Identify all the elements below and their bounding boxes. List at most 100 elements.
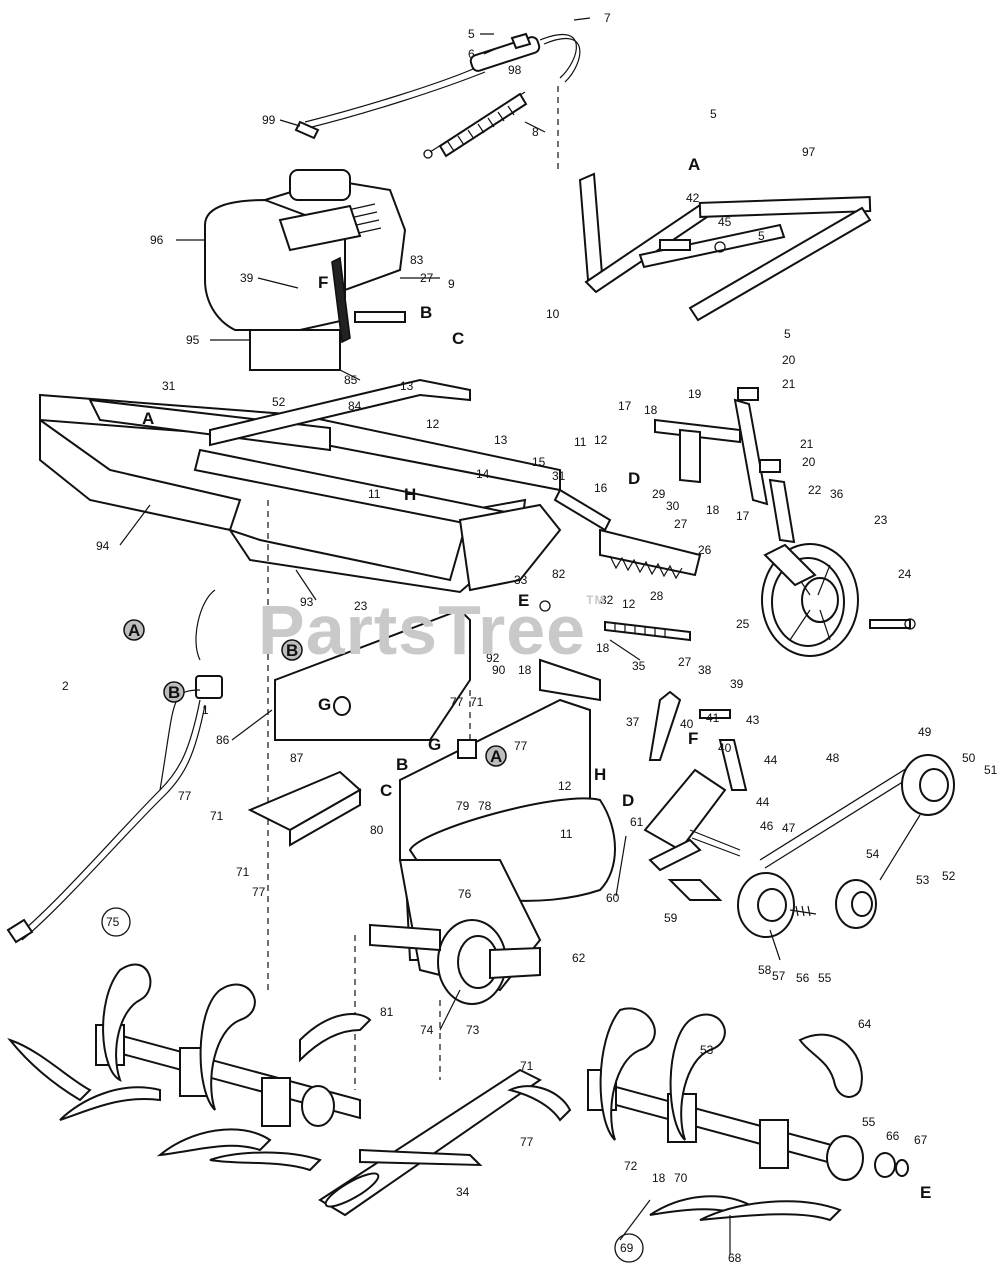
- reference-letter: C: [380, 781, 392, 800]
- part-label: 27: [678, 655, 692, 669]
- part-label: 10: [546, 307, 560, 321]
- part-label: 77: [514, 739, 528, 753]
- reference-letter: C: [452, 329, 464, 348]
- part-label: 20: [802, 455, 816, 469]
- part-label: 2: [62, 679, 69, 693]
- extension-spring: [423, 91, 528, 159]
- tine-assembly-right: [507, 1007, 909, 1222]
- part-label: 15: [532, 455, 546, 469]
- control-cable-assembly: [294, 32, 581, 140]
- reference-letter: D: [628, 469, 640, 488]
- part-label: 42: [686, 191, 700, 205]
- reference-letter: G: [428, 735, 441, 754]
- part-label: 73: [466, 1023, 480, 1037]
- reference-letter: A: [490, 747, 502, 766]
- part-label: 39: [730, 677, 744, 691]
- part-label: 87: [290, 751, 304, 765]
- part-label: 75: [106, 915, 120, 929]
- part-label: 21: [782, 377, 796, 391]
- part-label: 62: [572, 951, 586, 965]
- part-label: 41: [706, 711, 720, 725]
- part-label: 35: [632, 659, 646, 673]
- part-label: 48: [826, 751, 840, 765]
- part-label: 32: [600, 593, 614, 607]
- circled-letter: [485, 745, 507, 767]
- part-label: 11: [574, 435, 587, 449]
- reference-letter: D: [622, 791, 634, 810]
- part-label: 80: [370, 823, 384, 837]
- part-label: 68: [728, 1251, 742, 1265]
- part-label: 52: [272, 395, 286, 409]
- safety-switch-harness: [6, 589, 223, 944]
- part-label: 97: [802, 145, 816, 159]
- part-label: 98: [508, 63, 522, 77]
- wheel-bracket: [654, 387, 796, 544]
- part-label: 17: [618, 399, 632, 413]
- part-label: 55: [862, 1115, 876, 1129]
- part-label: 20: [782, 353, 796, 367]
- part-labels: 5 7 6 98 99 8 5 A 97 42 45 5 10 96 F 83 …: [62, 11, 998, 1265]
- part-label: 44: [756, 795, 770, 809]
- part-label: 12: [622, 597, 636, 611]
- reference-letter: B: [420, 303, 432, 322]
- part-label: 54: [866, 847, 880, 861]
- part-label: 56: [796, 971, 810, 985]
- part-label: 94: [96, 539, 110, 553]
- part-label: 43: [746, 713, 760, 727]
- part-label: 24: [898, 567, 912, 581]
- part-label: 74: [420, 1023, 434, 1037]
- part-label: 12: [558, 779, 572, 793]
- pulleys-belt: [737, 754, 955, 938]
- part-label: 84: [348, 399, 362, 413]
- part-label: 40: [680, 717, 694, 731]
- part-label: 18: [596, 641, 610, 655]
- part-label: 25: [736, 617, 750, 631]
- part-label: 49: [918, 725, 932, 739]
- partstree-watermark: PartsTreeTM: [258, 590, 728, 670]
- reference-letter: B: [168, 683, 180, 702]
- circled-number: [101, 907, 131, 937]
- part-label: 77: [178, 789, 192, 803]
- reference-letter: B: [286, 641, 298, 660]
- adjustment-rod: [539, 600, 691, 642]
- part-label: 51: [984, 763, 998, 777]
- part-label: 40: [718, 741, 732, 755]
- part-label: 29: [652, 487, 666, 501]
- idler-arm: [643, 690, 748, 901]
- part-label: 66: [886, 1129, 900, 1143]
- part-label: 57: [772, 969, 786, 983]
- part-label: 5: [468, 27, 475, 41]
- part-label: 77: [520, 1135, 534, 1149]
- reference-letter: A: [128, 621, 140, 640]
- reference-letter: H: [404, 485, 416, 504]
- part-label: 26: [698, 543, 712, 557]
- part-label: 71: [210, 809, 224, 823]
- part-label: 39: [240, 271, 254, 285]
- circled-number: [614, 1233, 644, 1263]
- part-label: 27: [674, 517, 688, 531]
- reference-letter: H: [594, 765, 606, 784]
- part-label: 11: [368, 487, 381, 501]
- part-label: 16: [594, 481, 608, 495]
- reference-letter: B: [396, 755, 408, 774]
- belt-cover: [274, 608, 471, 741]
- part-label: 34: [456, 1185, 470, 1199]
- part-label: 55: [818, 971, 832, 985]
- part-label: 83: [410, 253, 424, 267]
- watermark-text: PartsTree: [258, 591, 587, 669]
- handle-frame: [578, 172, 872, 322]
- part-label: 71: [470, 695, 484, 709]
- part-label: 44: [764, 753, 778, 767]
- part-label: 46: [760, 819, 774, 833]
- part-label: 86: [216, 733, 230, 747]
- watermark-tm: TM: [586, 593, 606, 607]
- part-label: 99: [262, 113, 276, 127]
- part-label: 96: [150, 233, 164, 247]
- reference-letter: E: [518, 591, 529, 610]
- part-label: 70: [674, 1171, 688, 1185]
- part-label: 12: [594, 433, 608, 447]
- part-label: 11: [560, 827, 573, 841]
- part-label: 19: [688, 387, 702, 401]
- part-label: 18: [518, 663, 532, 677]
